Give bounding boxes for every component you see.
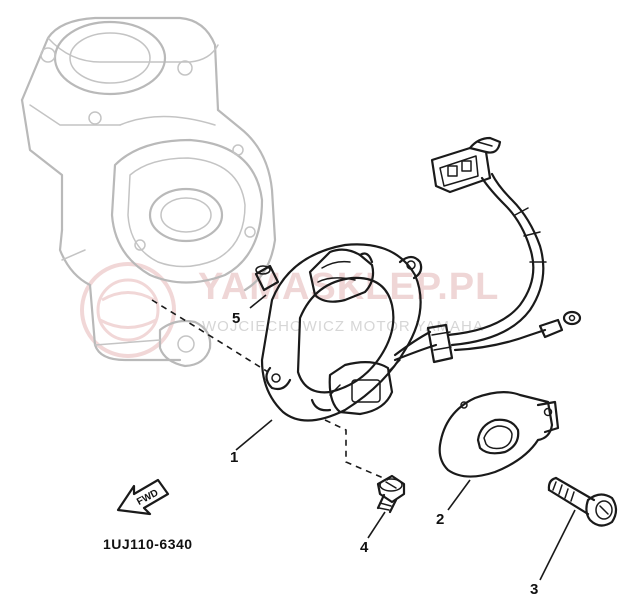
bolt-part-3 <box>547 476 618 527</box>
callout-leaders <box>235 294 576 581</box>
stator-assembly <box>260 243 454 422</box>
callout-5: 5 <box>232 310 240 327</box>
base-plate <box>438 391 560 478</box>
dowel-pin-part-5 <box>254 264 280 292</box>
diagram-reference-code: 1UJ110-6340 <box>103 536 193 552</box>
callout-3: 3 <box>530 581 538 598</box>
watermark-subtitle: WOJCIECHOWICZ MOTOR YAMAHA <box>202 318 484 335</box>
callout-2: 2 <box>436 511 444 528</box>
wire-harness <box>430 136 582 352</box>
crankcase-outline <box>20 16 277 368</box>
assembly-guides <box>151 299 389 481</box>
screw-part-4 <box>376 474 406 514</box>
watermark-logo <box>80 262 176 358</box>
callout-1: 1 <box>230 449 238 466</box>
forward-arrow-icon: FWD <box>116 478 170 516</box>
callout-4: 4 <box>360 539 369 556</box>
